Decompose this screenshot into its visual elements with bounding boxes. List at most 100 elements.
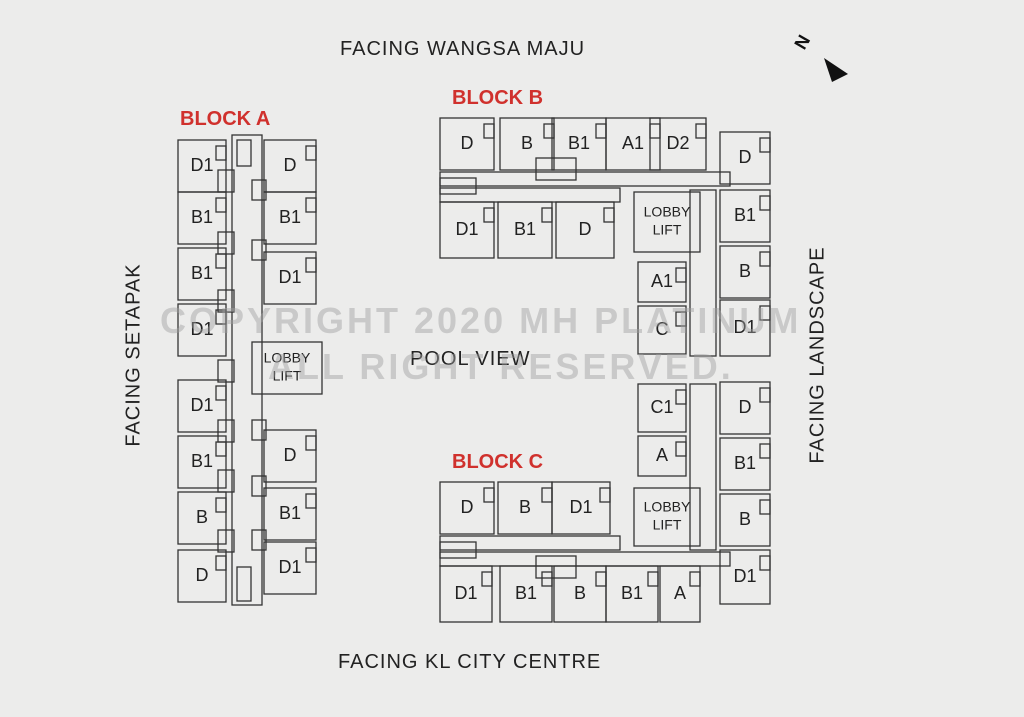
block-a-corridor: [231, 134, 263, 606]
unit-notch: [759, 555, 771, 571]
unit-label: D1: [190, 319, 213, 339]
block-a-connector: [217, 231, 235, 255]
unit-notch: [759, 305, 771, 321]
unit-notch: [595, 123, 607, 139]
unit-outline: [719, 245, 771, 299]
block-a-connector: [251, 475, 267, 497]
unit-label: D1: [733, 317, 756, 337]
unit-notch: [647, 571, 659, 587]
block-a-connector: [251, 419, 267, 441]
unit-notch: [675, 441, 687, 457]
watermark-line2: ALL RIGHT RESERVED.: [268, 346, 734, 387]
unit-label: B: [739, 261, 751, 281]
unit-outline: [263, 541, 317, 595]
block-a-title: BLOCK A: [180, 108, 271, 130]
unit-label: B: [574, 583, 586, 603]
unit-notch: [215, 197, 227, 213]
label-pool-view: POOL VIEW: [410, 348, 531, 370]
unit-notch: [483, 207, 495, 223]
unit-notch: [759, 499, 771, 515]
lobby-label: LOBBY: [264, 350, 311, 366]
unit-notch: [759, 137, 771, 153]
unit-outline: [177, 191, 227, 245]
unit-outline: [719, 437, 771, 491]
block-c-lobby: [633, 487, 701, 547]
lobby-label: LOBBY: [644, 204, 691, 220]
unit-notch: [305, 547, 317, 563]
compass-letter: N: [790, 31, 814, 52]
unit-label: B1: [514, 219, 536, 239]
block-c-corridor-2: [439, 551, 731, 567]
unit-outline: [439, 481, 495, 535]
unit-notch: [215, 385, 227, 401]
unit-notch: [305, 197, 317, 213]
unit-outline: [719, 131, 771, 185]
block-c-stair: [439, 541, 477, 559]
block-a-stair: [236, 566, 252, 602]
unit-label: B1: [191, 207, 213, 227]
block-b-stair: [439, 177, 477, 195]
unit-label: B1: [279, 503, 301, 523]
unit-notch: [215, 497, 227, 513]
unit-outline: [649, 117, 707, 171]
unit-notch: [759, 387, 771, 403]
block-a-connector: [251, 239, 267, 261]
unit-notch: [483, 123, 495, 139]
unit-notch: [305, 435, 317, 451]
block-a-connector: [251, 529, 267, 551]
watermark-line1: COPYRIGHT 2020 MH PLATINUM: [160, 300, 802, 341]
unit-outline: [637, 305, 687, 355]
unit-label: D1: [454, 583, 477, 603]
unit-label: D1: [455, 219, 478, 239]
unit-label: B: [519, 497, 531, 517]
block-b-corridor-2: [439, 187, 621, 203]
unit-label: B: [739, 509, 751, 529]
unit-label: C1: [650, 397, 673, 417]
block-a-connector: [251, 179, 267, 201]
unit-outline: [263, 251, 317, 305]
unit-label: D1: [569, 497, 592, 517]
unit-notch: [215, 253, 227, 269]
lift-label: LIFT: [273, 368, 302, 384]
block-c-vertical-corridor: [689, 383, 717, 551]
unit-notch: [689, 571, 701, 587]
block-a-stair: [236, 139, 252, 167]
unit-label: C: [656, 319, 669, 339]
unit-outline: [719, 299, 771, 357]
block-a-connector: [217, 169, 235, 193]
unit-outline: [719, 189, 771, 243]
unit-label: A: [674, 583, 686, 603]
unit-label: B1: [191, 263, 213, 283]
unit-label: B1: [621, 583, 643, 603]
unit-notch: [305, 493, 317, 509]
unit-notch: [759, 251, 771, 267]
unit-outline: [719, 549, 771, 605]
unit-outline: [263, 429, 317, 483]
unit-outline: [177, 379, 227, 433]
unit-label: B1: [734, 453, 756, 473]
unit-label: D: [461, 133, 474, 153]
unit-label: B1: [279, 207, 301, 227]
unit-notch: [541, 207, 553, 223]
block-b-lift-core: [535, 157, 577, 181]
unit-label: D1: [278, 557, 301, 577]
block-c-title: BLOCK C: [452, 451, 544, 473]
block-a-connector: [217, 359, 235, 383]
unit-label: D1: [190, 155, 213, 175]
unit-label: D: [579, 219, 592, 239]
unit-label: D: [739, 397, 752, 417]
block-c-corridor: [439, 535, 621, 551]
block-a-connector: [217, 419, 235, 443]
unit-label: B1: [515, 583, 537, 603]
unit-outline: [177, 491, 227, 545]
unit-notch: [215, 441, 227, 457]
unit-outline: [719, 381, 771, 435]
unit-label: B: [196, 507, 208, 527]
unit-notch: [603, 207, 615, 223]
north-arrow-icon: N: [790, 31, 848, 82]
unit-notch: [483, 487, 495, 503]
unit-notch: [759, 195, 771, 211]
unit-label: B1: [191, 451, 213, 471]
block-b-lobby: [633, 191, 701, 253]
unit-outline: [551, 481, 611, 535]
